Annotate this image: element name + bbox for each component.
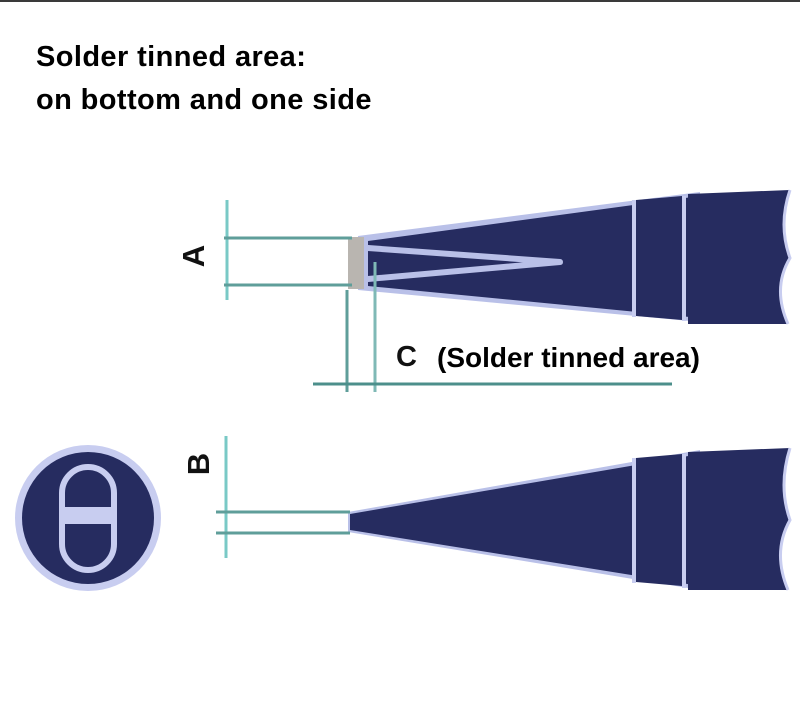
dimension-b-label: B xyxy=(181,452,217,476)
side-barrel-break-edge xyxy=(778,447,792,591)
chisel-wedge-outline xyxy=(365,245,563,282)
page-title: Solder tinned area: on bottom and one sid… xyxy=(36,36,372,122)
side-barrel-segment-two xyxy=(688,448,790,590)
title-line-1: Solder tinned area: xyxy=(36,41,307,73)
solder-tinned-band xyxy=(348,237,364,289)
barrel-segment-one xyxy=(636,196,682,320)
dimension-a-label: A xyxy=(176,244,212,268)
dimension-a xyxy=(224,200,352,300)
dimension-b xyxy=(216,436,350,558)
dimension-c-label: C xyxy=(396,341,417,373)
top-border-rule xyxy=(0,0,800,2)
side-barrel-segment-one xyxy=(636,454,682,586)
solder-tinned-area-caption: (Solder tinned area) xyxy=(437,342,700,373)
chisel-tip-flat-face-view xyxy=(348,189,792,325)
chisel-tip-end-cross-section xyxy=(15,445,161,591)
end-view-blade-band xyxy=(62,507,114,524)
dimension-c xyxy=(313,262,672,392)
tip-body-navy xyxy=(368,196,700,318)
chisel-tip-edge-view xyxy=(348,447,792,591)
barrel-segment-two xyxy=(688,190,790,324)
side-body-navy xyxy=(350,454,700,586)
title-line-2: on bottom and one side xyxy=(36,84,372,116)
barrel-break-edge xyxy=(778,189,792,325)
